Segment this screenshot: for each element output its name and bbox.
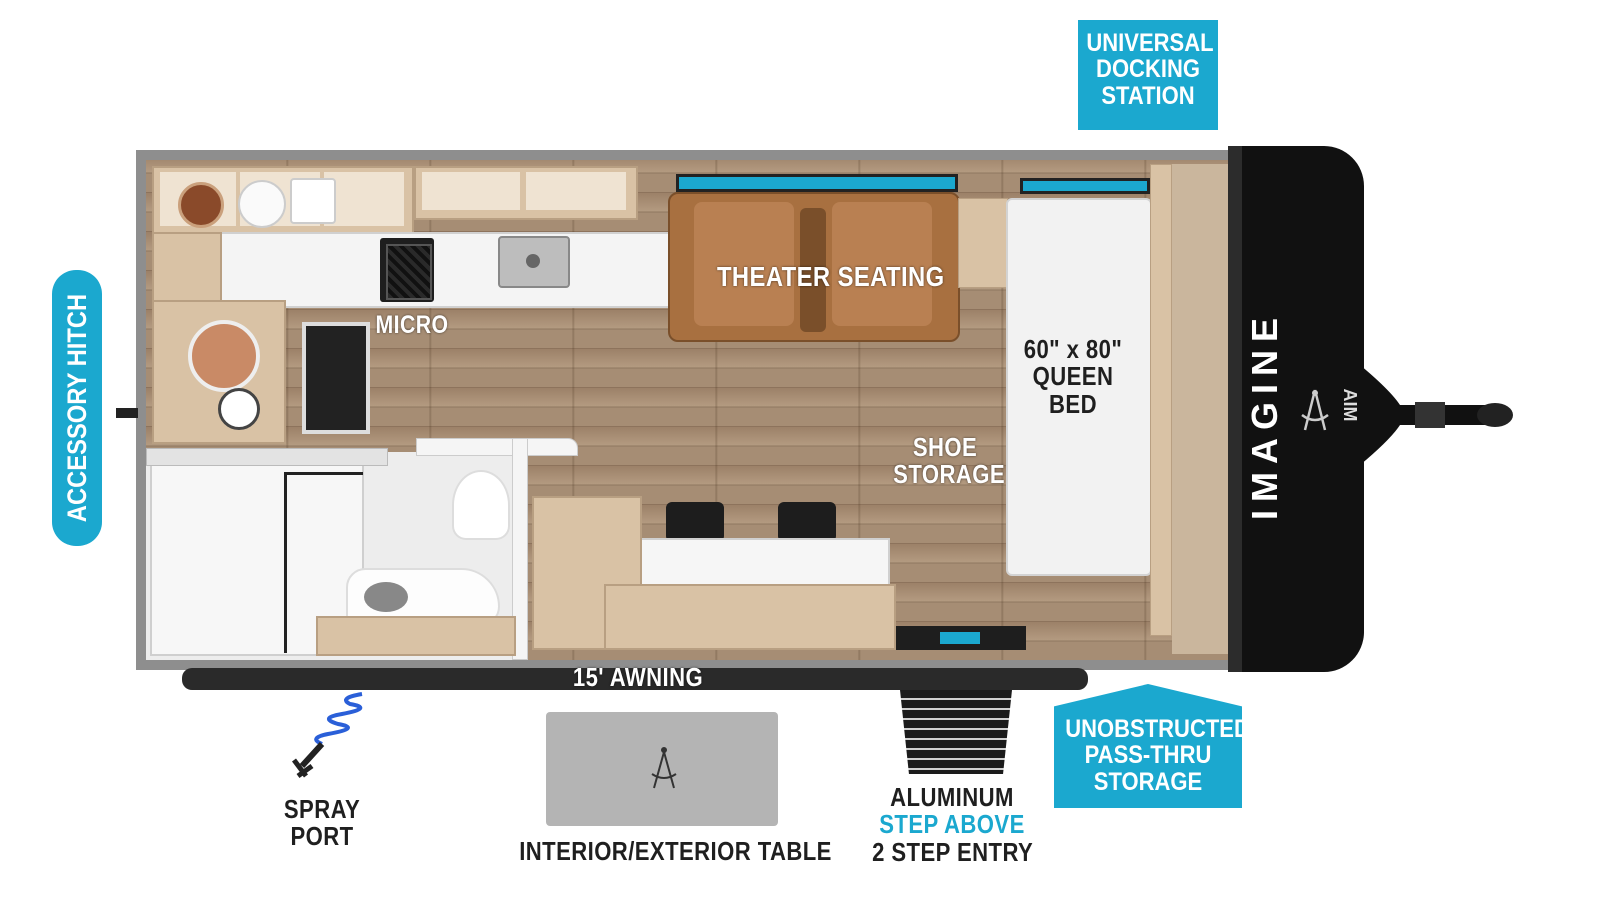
- shower-glass: [284, 472, 363, 653]
- interior-exterior-table: [546, 712, 778, 826]
- window-bed: [1020, 178, 1150, 194]
- pan: [218, 388, 260, 430]
- upper-cabinet-shelf-3: [324, 172, 404, 226]
- upper-cabinet-shelf-4: [422, 172, 520, 210]
- side-table: [958, 198, 1008, 288]
- hitch-icon: [1360, 365, 1513, 465]
- microwave: [302, 322, 370, 434]
- upper-cabinet-shelf-5: [526, 172, 626, 210]
- dinette-chair-left: [666, 502, 724, 542]
- entry-mat: [896, 626, 1026, 650]
- plate: [238, 180, 286, 228]
- lower-cabinet: [604, 584, 896, 650]
- theater-seating-sofa: [668, 192, 960, 342]
- pass-thru-storage-callout: UNOBSTRUCTED PASS-THRU STORAGE: [1054, 684, 1242, 808]
- bathroom-counter: [146, 448, 388, 466]
- bed-headboard-storage: [1150, 164, 1172, 636]
- accessory-hitch-callout: ACCESSORY HITCH: [52, 270, 102, 546]
- pass-thru-storage: [1172, 164, 1228, 654]
- dinette-chair-right: [778, 502, 836, 542]
- rear-hitch-stub: [116, 408, 138, 418]
- kitchen-counter: [220, 232, 670, 308]
- entry-label: ALUMINUM STEP ABOVE 2 STEP ENTRY: [872, 782, 1034, 867]
- bowl: [178, 182, 224, 228]
- compass-logo-icon-table: [651, 747, 677, 789]
- entry-steps: [900, 690, 1012, 774]
- micro-label: MICRO: [375, 311, 449, 339]
- stove: [380, 238, 434, 302]
- kitchen-sink: [498, 236, 570, 288]
- shoe-storage-label: SHOE STORAGE: [893, 432, 1006, 490]
- compass-logo-icon: [1301, 389, 1329, 431]
- toilet: [452, 470, 510, 540]
- front-cap-stripe: [1228, 146, 1242, 672]
- table-label: INTERIOR/EXTERIOR TABLE: [519, 836, 832, 866]
- bathroom-wall-vertical: [512, 438, 528, 660]
- theater-seating-label: THEATER SEATING: [716, 261, 945, 292]
- front-cap: [1228, 146, 1364, 672]
- bathroom-vanity: [316, 616, 516, 656]
- awning: [182, 668, 1088, 690]
- box: [290, 178, 336, 224]
- bathroom-wall: [416, 438, 578, 456]
- pot: [188, 320, 260, 392]
- queen-bed-label: 60" x 80" QUEEN BED: [1023, 334, 1123, 419]
- brand-logo: IMAGINE: [1244, 310, 1285, 520]
- awning-label: 15' AWNING: [572, 662, 704, 692]
- window-seating: [676, 174, 958, 192]
- left-storage-column: [152, 232, 222, 302]
- spray-port-label: SPRAY PORT: [283, 794, 361, 852]
- dinette-table: [626, 538, 890, 590]
- spray-hose-icon: [292, 692, 363, 779]
- accessory-hitch-label: ACCESSORY HITCH: [61, 293, 92, 523]
- brand-text: IMAGINE: [1244, 309, 1285, 520]
- universal-docking-station-callout: UNIVERSAL DOCKING STATION: [1078, 20, 1218, 130]
